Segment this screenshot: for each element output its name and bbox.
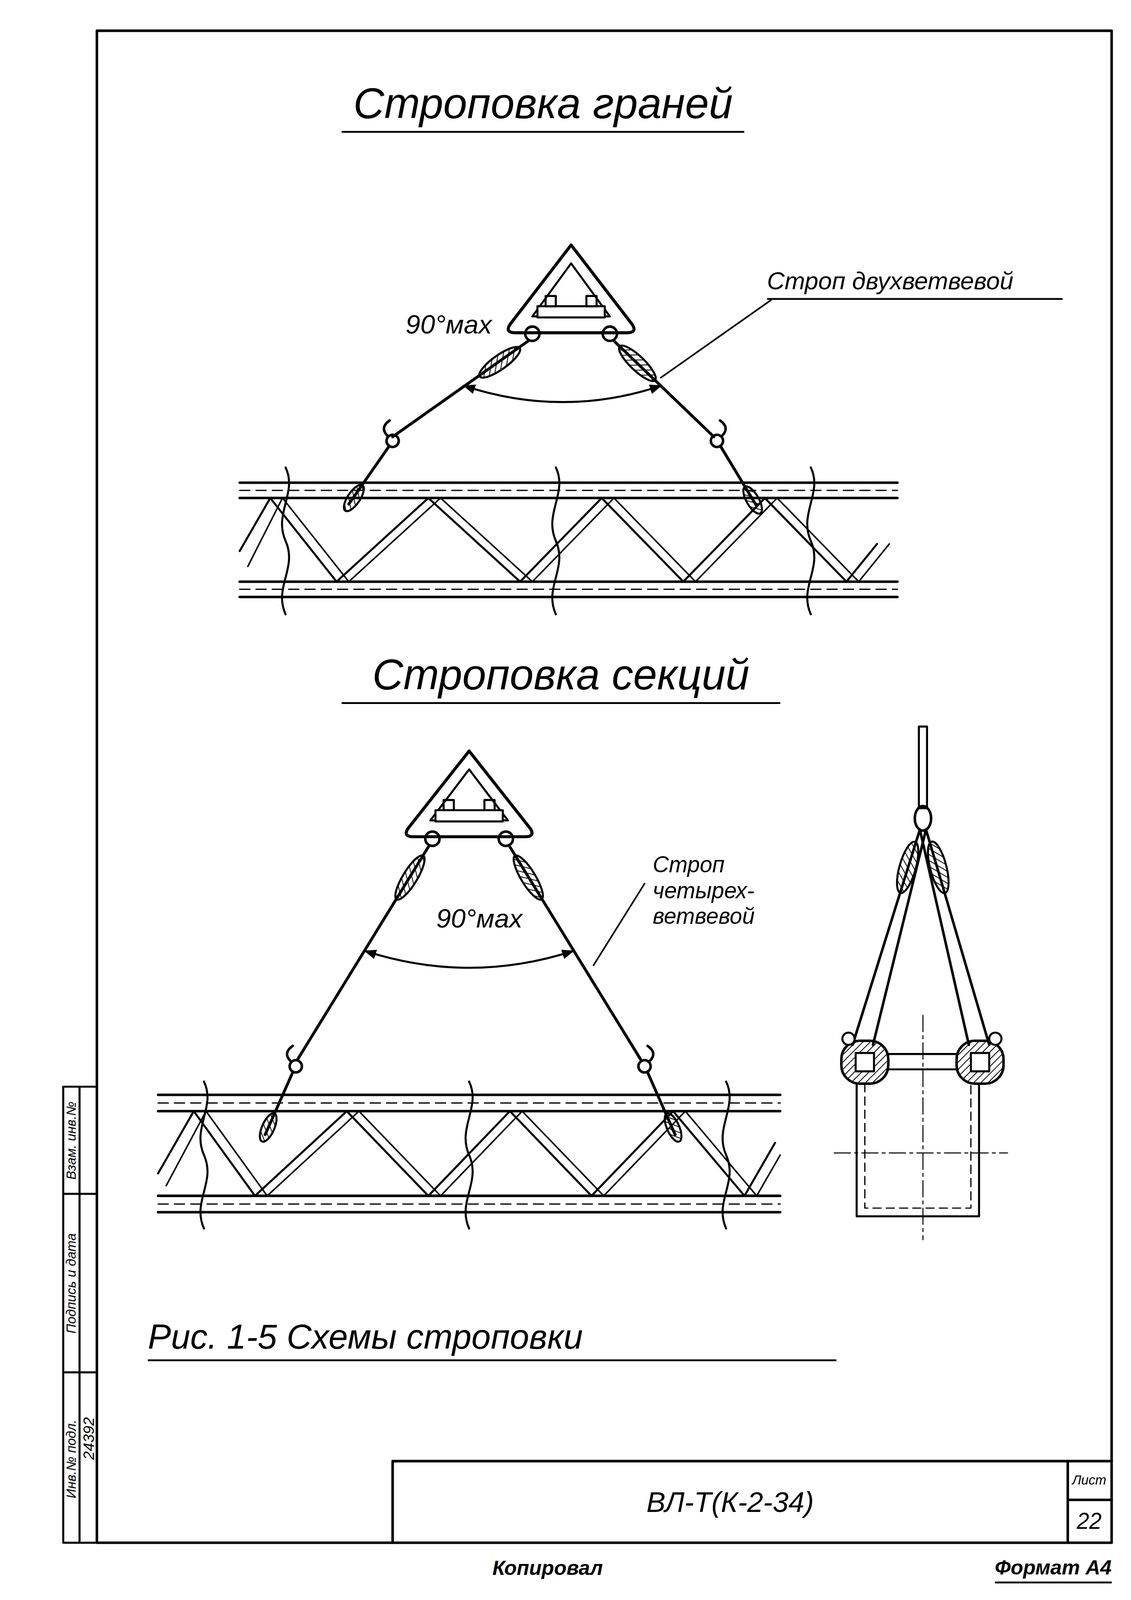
section-hidden-line xyxy=(864,1083,971,1208)
inventory-number: 24392 xyxy=(81,1416,97,1459)
rope-clamp xyxy=(841,1040,889,1084)
shackle-plate xyxy=(435,809,504,822)
rope-clamp xyxy=(956,1040,1004,1084)
hook xyxy=(720,420,726,436)
rope-eye xyxy=(525,326,540,341)
hook xyxy=(647,1045,654,1061)
sheet-number: 22 xyxy=(1076,1507,1102,1534)
shackle-plate xyxy=(537,306,606,318)
nut xyxy=(443,799,454,810)
sheet-format: Формат А4 xyxy=(994,1554,1112,1583)
nut xyxy=(545,295,556,307)
hook-ring xyxy=(842,1032,855,1045)
splice-sleeve xyxy=(475,342,524,383)
splice-sleeve xyxy=(390,851,430,903)
splice-sleeve xyxy=(923,839,953,895)
sling-leg xyxy=(392,340,529,437)
title-block xyxy=(392,1460,1112,1543)
sheet-field: Лист xyxy=(1072,1472,1107,1488)
chord-section xyxy=(970,1052,990,1071)
truss-lattice xyxy=(166,1110,781,1196)
figure-caption: Рис. 1-5 Схемы строповки xyxy=(147,1316,836,1361)
stamp-field: Взам. инв.№ xyxy=(64,1100,78,1180)
angle-dimension: 90°мах xyxy=(405,309,492,340)
break-line xyxy=(200,1081,730,1229)
rope-eye xyxy=(498,831,514,846)
hook xyxy=(286,1045,293,1061)
frame-border xyxy=(96,30,1112,1542)
nut xyxy=(586,295,597,307)
stamp-column xyxy=(63,1086,98,1543)
break-line xyxy=(281,466,815,614)
sling-leg xyxy=(613,340,714,437)
rope-eye xyxy=(425,831,440,846)
splice-sleeve xyxy=(892,839,923,895)
center-line xyxy=(834,1014,1008,1240)
leader-line xyxy=(593,883,645,965)
truss-chord xyxy=(239,482,898,597)
hook xyxy=(383,420,390,436)
document-code: ВЛ-Т(К-2-34) xyxy=(646,1484,815,1518)
splice-sleeve xyxy=(508,851,548,903)
part-label: Строп четырех- ветвевой xyxy=(652,851,831,929)
crane-rod xyxy=(918,726,928,808)
angle-arc xyxy=(365,950,574,968)
chord-axis xyxy=(239,490,898,590)
splice-sleeve xyxy=(614,341,660,386)
face-sling-scheme xyxy=(239,244,898,615)
nut xyxy=(484,799,495,810)
shackle xyxy=(406,750,533,837)
sling-leg xyxy=(852,829,990,1045)
truss-lattice xyxy=(247,498,890,582)
sheet-frame xyxy=(63,30,1112,1542)
section-heading: Строповка граней xyxy=(341,78,745,133)
rope-eye xyxy=(602,326,618,341)
splice-sleeve xyxy=(256,1110,281,1144)
section-outline xyxy=(856,1083,979,1216)
angle-arc xyxy=(463,385,661,403)
stamp-field: Подпись и дата xyxy=(64,1232,78,1334)
section-sling-scheme xyxy=(158,726,1008,1240)
part-label: Строп двухветвевой xyxy=(767,267,1064,301)
shackle xyxy=(508,244,634,333)
hook-ring xyxy=(989,1032,1002,1045)
stamp-field: Инв.№ подл. xyxy=(64,1419,78,1498)
chord-section xyxy=(855,1052,874,1071)
copied-by: Копировал xyxy=(492,1555,603,1579)
lifting-ring xyxy=(914,805,932,831)
angle-dimension: 90°мах xyxy=(435,902,523,934)
section-heading: Строповка секций xyxy=(341,649,781,704)
leader-line xyxy=(660,300,772,378)
